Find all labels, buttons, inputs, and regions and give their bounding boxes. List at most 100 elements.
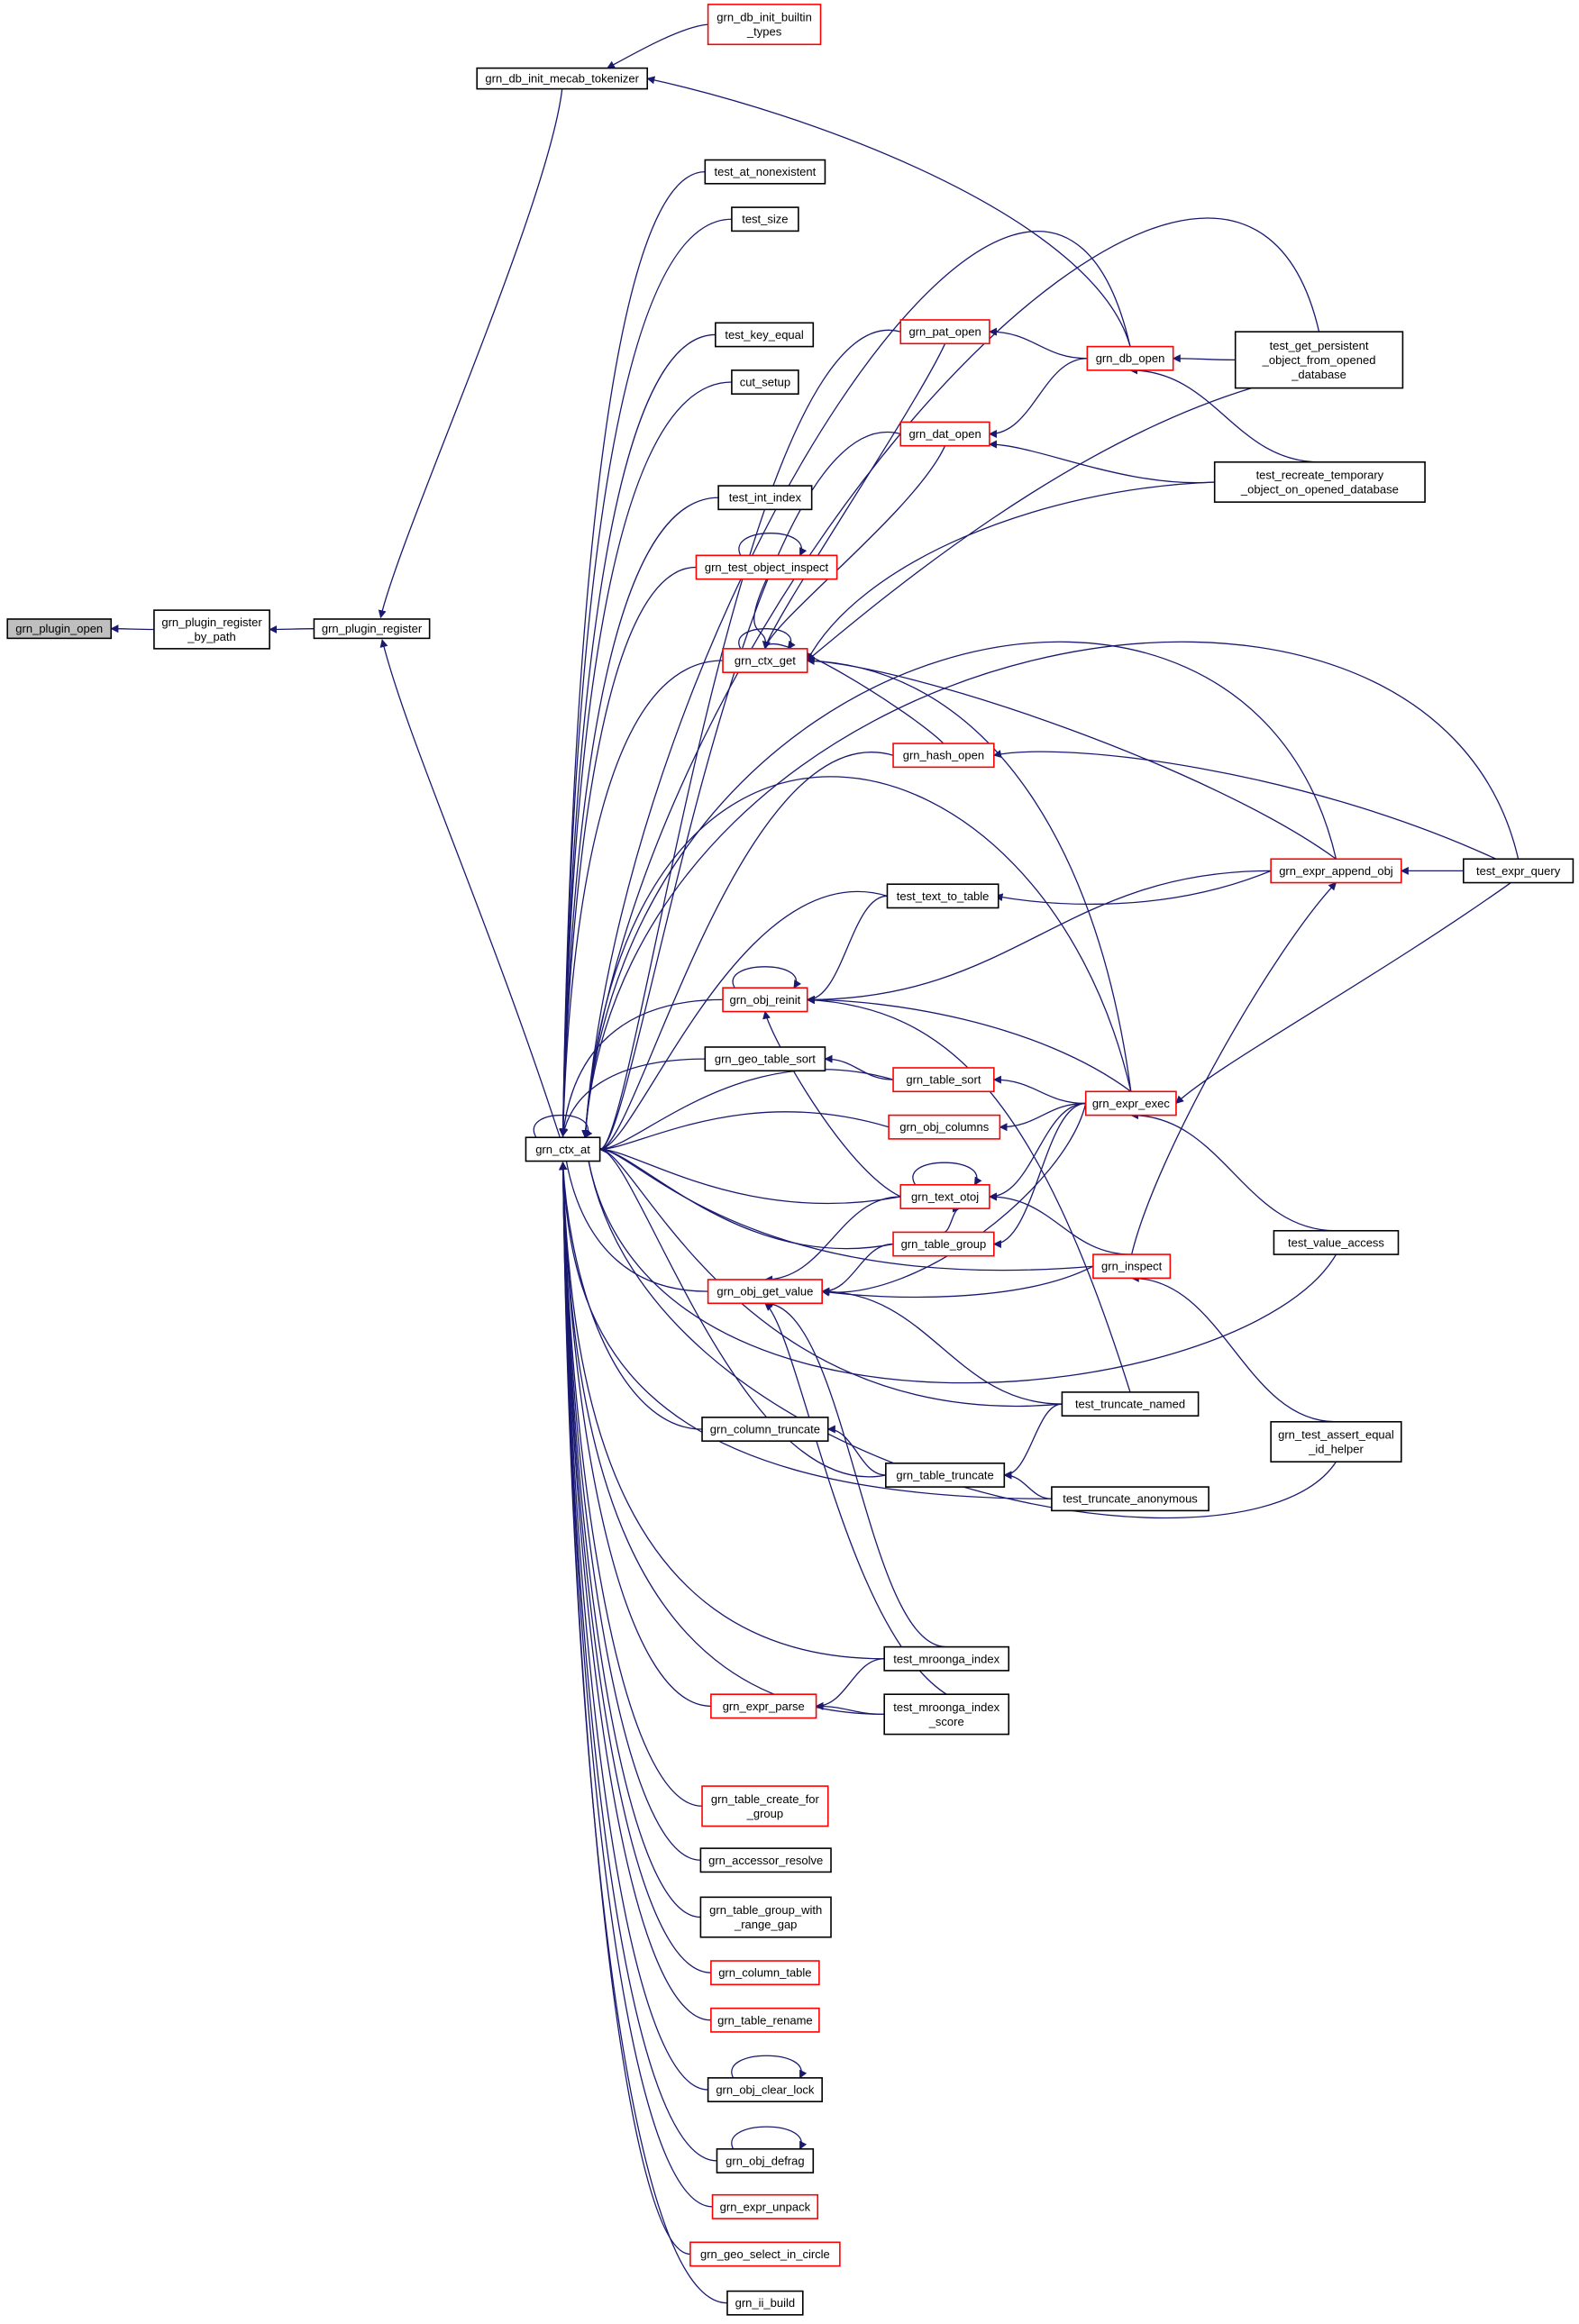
node-grn-ctx-at[interactable]: grn_ctx_at bbox=[525, 1136, 601, 1162]
node-grn-table-group-with-range-gap[interactable]: grn_table_group_with_range_gap bbox=[699, 1896, 832, 1938]
node-label: grn_table_group_with bbox=[709, 1903, 822, 1917]
edge-grn-obj-get-value-to-ctx-at bbox=[559, 1135, 708, 1292]
node-test-expr-query[interactable]: test_expr_query bbox=[1463, 858, 1574, 884]
edge-test-text-to-table-to-ctx-at bbox=[598, 890, 888, 1153]
node-label: grn_plugin_register bbox=[322, 622, 423, 635]
node-test-size[interactable]: test_size bbox=[731, 206, 799, 232]
edge-text-otoj-to-obj-reinit bbox=[762, 1010, 901, 1198]
edge-grn-accessor-resolve-to-ctx-at bbox=[559, 1162, 701, 1861]
node-box bbox=[6, 618, 113, 640]
node-grn-geo-select-in-circle[interactable]: grn_geo_select_in_circle bbox=[689, 2241, 841, 2267]
node-test-mroonga-index-score[interactable]: test_mroonga_index_score bbox=[883, 1693, 1010, 1736]
node-test-at-nonexistent[interactable]: test_at_nonexistent bbox=[704, 159, 826, 185]
node-grn-test-object-inspect[interactable]: grn_test_object_inspect bbox=[695, 554, 838, 580]
edge-test-at-nonexistent-to-ctx-at bbox=[559, 170, 706, 1137]
node-grn-obj-clear-lock[interactable]: grn_obj_clear_lock bbox=[707, 2077, 823, 2102]
node-label: _score bbox=[928, 1715, 964, 1728]
node-grn-hash-open[interactable]: grn_hash_open bbox=[892, 743, 995, 769]
node-grn-table-group[interactable]: grn_table_group bbox=[892, 1231, 995, 1257]
node-grn-accessor-resolve[interactable]: grn_accessor_resolve bbox=[699, 1847, 832, 1873]
node-grn-expr-parse[interactable]: grn_expr_parse bbox=[710, 1693, 817, 1719]
node-grn-db-init-mecab-tokenizer[interactable]: grn_db_init_mecab_tokenizer bbox=[476, 67, 649, 90]
edge-test-expr-query-to-expr-exec bbox=[1175, 882, 1511, 1105]
edge-grn-hash-open-to-ctx-at bbox=[598, 752, 894, 1153]
node-grn-ctx-get[interactable]: grn_ctx_get bbox=[722, 648, 808, 673]
node-grn-test-assert-equal-id-helper[interactable]: grn_test_assert_equal_id_helper bbox=[1270, 1420, 1402, 1463]
node-grn-ii-build[interactable]: grn_ii_build bbox=[726, 2290, 804, 2316]
node-test-key-equal[interactable]: test_key_equal bbox=[715, 322, 815, 348]
node-label: grn_table_group bbox=[901, 1237, 987, 1251]
node-test-truncate-named[interactable]: test_truncate_named bbox=[1061, 1391, 1200, 1417]
node-grn-expr-exec[interactable]: grn_expr_exec bbox=[1084, 1090, 1177, 1116]
node-test-mroonga-index[interactable]: test_mroonga_index bbox=[883, 1645, 1010, 1672]
node-grn-db-open[interactable]: grn_db_open bbox=[1086, 345, 1174, 371]
node-grn-table-truncate[interactable]: grn_table_truncate bbox=[885, 1463, 1006, 1488]
edge-grn-table-group-to-ctx-at bbox=[598, 1144, 894, 1250]
node-label: grn_geo_table_sort bbox=[715, 1053, 816, 1066]
edge-mroonga-score-to-obj-get-value bbox=[764, 1302, 947, 1695]
edge-register-to-register-by-path bbox=[269, 624, 315, 633]
node-label: test_mroonga_index bbox=[893, 1652, 999, 1665]
node-box bbox=[722, 987, 808, 1013]
node-grn-obj-reinit[interactable]: grn_obj_reinit bbox=[722, 987, 808, 1013]
node-label: test_key_equal bbox=[725, 328, 804, 342]
node-grn-plugin-register-by-path[interactable]: grn_plugin_register_by_path bbox=[153, 609, 270, 650]
node-label: _range_gap bbox=[734, 1918, 797, 1931]
node-box bbox=[707, 1279, 823, 1305]
node-label: _group bbox=[746, 1807, 783, 1820]
node-box bbox=[899, 1184, 990, 1209]
node-grn-expr-append-obj[interactable]: grn_expr_append_obj bbox=[1270, 858, 1402, 884]
edge-grn-table-rename-to-ctx-at bbox=[559, 1162, 711, 2021]
node-box bbox=[710, 1960, 820, 1986]
node-grn-pat-open[interactable]: grn_pat_open bbox=[899, 319, 990, 345]
edge-grn-test-object-inspect-to-ctx-at bbox=[559, 566, 697, 1137]
edge-test-recreate-to-ctx-get bbox=[807, 481, 1215, 661]
node-grn-column-truncate[interactable]: grn_column_truncate bbox=[701, 1417, 829, 1442]
node-grn-plugin-open[interactable]: grn_plugin_open bbox=[6, 618, 113, 640]
node-grn-text-otoj[interactable]: grn_text_otoj bbox=[899, 1184, 990, 1209]
node-label: grn_obj_clear_lock bbox=[716, 2083, 815, 2097]
edge-test-value-access-arc-to-ctx-at bbox=[581, 1136, 1337, 1384]
node-box bbox=[883, 1645, 1010, 1672]
edge-test-truncate-anonymous-to-ctx-at bbox=[559, 1162, 1052, 1499]
node-label: grn_ctx_get bbox=[735, 654, 796, 668]
node-test-truncate-anonymous[interactable]: test_truncate_anonymous bbox=[1051, 1486, 1209, 1512]
node-box bbox=[717, 485, 813, 511]
node-grn-obj-defrag[interactable]: grn_obj_defrag bbox=[716, 2147, 815, 2174]
node-label: grn_inspect bbox=[1101, 1260, 1163, 1273]
node-grn-obj-columns[interactable]: grn_obj_columns bbox=[888, 1114, 1001, 1140]
node-grn-obj-get-value[interactable]: grn_obj_get_value bbox=[707, 1279, 823, 1305]
node-label: grn_ctx_at bbox=[535, 1143, 590, 1156]
node-grn-table-rename[interactable]: grn_table_rename bbox=[710, 2007, 820, 2033]
node-test-get-persistent-object-from-opened-database[interactable]: test_get_persistent_object_from_opened_d… bbox=[1234, 331, 1404, 389]
node-label: grn_test_assert_equal bbox=[1278, 1427, 1394, 1441]
node-grn-expr-unpack[interactable]: grn_expr_unpack bbox=[711, 2193, 819, 2219]
edge-test-expr-query-arc-to-ctx-at bbox=[581, 641, 1520, 1139]
node-grn-column-table[interactable]: grn_column_table bbox=[710, 1960, 820, 1986]
node-grn-plugin-register[interactable]: grn_plugin_register bbox=[313, 618, 431, 640]
edge-grn-pat-open-to-ctx-get bbox=[762, 343, 946, 650]
edge-grn-dat-open-to-ctx-get bbox=[762, 445, 946, 650]
node-cut-setup[interactable]: cut_setup bbox=[731, 369, 799, 395]
node-test-recreate-temporary-object-on-opened-database[interactable]: test_recreate_temporary_object_on_opened… bbox=[1213, 460, 1426, 503]
node-test-int-index[interactable]: test_int_index bbox=[717, 485, 813, 511]
node-label: grn_table_rename bbox=[717, 2013, 813, 2027]
node-label: test_get_persistent bbox=[1270, 339, 1369, 352]
edge-grn-table-create-for-group-to-ctx-at bbox=[559, 1162, 703, 1807]
edge-db-open-to-dat-open bbox=[988, 358, 1088, 439]
node-grn-inspect[interactable]: grn_inspect bbox=[1092, 1253, 1172, 1280]
edge-mroonga-to-obj-get-value bbox=[763, 1299, 947, 1648]
node-grn-dat-open[interactable]: grn_dat_open bbox=[899, 421, 990, 447]
edge-expr-exec-to-obj-reinit bbox=[806, 995, 1132, 1092]
node-grn-db-init-builtin-types[interactable]: grn_db_init_builtin_types bbox=[707, 4, 822, 46]
node-grn-table-create-for-group[interactable]: grn_table_create_for_group bbox=[701, 1785, 829, 1827]
edge-grn-ctx-get-to-ctx-at bbox=[559, 660, 724, 1137]
node-test-value-access[interactable]: test_value_access bbox=[1273, 1229, 1400, 1255]
edge-assert-equal-to-inspect bbox=[1130, 1273, 1337, 1423]
node-test-text-to-table[interactable]: test_text_to_table bbox=[886, 883, 999, 909]
node-grn-table-sort[interactable]: grn_table_sort bbox=[892, 1067, 995, 1093]
edge-grn-table-group-with-range-gap-to-ctx-at bbox=[559, 1162, 701, 1918]
edge-grn-obj-reinit-to-ctx-at bbox=[559, 998, 724, 1137]
node-box bbox=[1270, 858, 1402, 884]
node-grn-geo-table-sort[interactable]: grn_geo_table_sort bbox=[704, 1046, 826, 1072]
